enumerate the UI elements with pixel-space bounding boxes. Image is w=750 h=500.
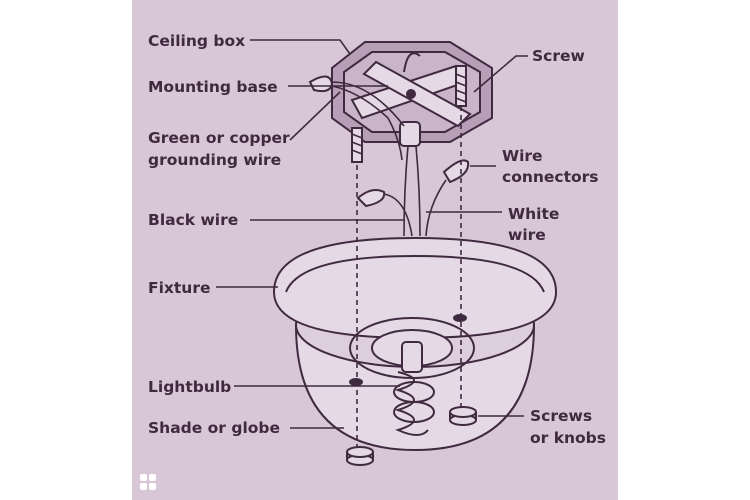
label-white-wire-line2: wire [508, 226, 546, 244]
label-mounting-base: Mounting base [148, 78, 278, 96]
screw-right [455, 65, 467, 107]
fixture-canopy [272, 236, 558, 340]
label-white-wire-line1: White [508, 205, 559, 223]
fixture-hole-left [349, 378, 363, 386]
label-screw: Screw [532, 47, 585, 65]
label-fixture: Fixture [148, 279, 211, 297]
label-grounding-wire-line2: grounding wire [148, 151, 281, 169]
leader-screw [473, 55, 528, 93]
label-grounding-wire-line1: Green or copper [148, 129, 290, 147]
mounting-base [350, 60, 472, 128]
label-wire-connectors-line1: Wire [502, 147, 543, 165]
label-shade: Shade or globe [148, 419, 280, 437]
wires [331, 81, 447, 237]
lightbulb [349, 317, 475, 436]
leader-grounding-wire [289, 91, 341, 141]
wire-connector-right [442, 159, 470, 184]
knob-right [449, 406, 477, 426]
label-ceiling-box: Ceiling box [148, 32, 245, 50]
label-screws-knobs-line1: Screws [530, 407, 592, 425]
label-lightbulb: Lightbulb [148, 378, 231, 396]
brand-logo-icon [140, 474, 156, 490]
label-wire-connectors-line2: connectors [502, 168, 599, 186]
grounding-screw [399, 121, 421, 147]
label-screws-knobs-line2: or knobs [530, 429, 606, 447]
label-black-wire: Black wire [148, 211, 238, 229]
wire-connector-left [356, 189, 386, 208]
fixture-hole-right [453, 314, 467, 322]
leader-ceiling-box [250, 39, 351, 55]
wire-connector-top-left [308, 75, 334, 93]
screw-left [351, 127, 363, 163]
knob-left [346, 446, 374, 466]
